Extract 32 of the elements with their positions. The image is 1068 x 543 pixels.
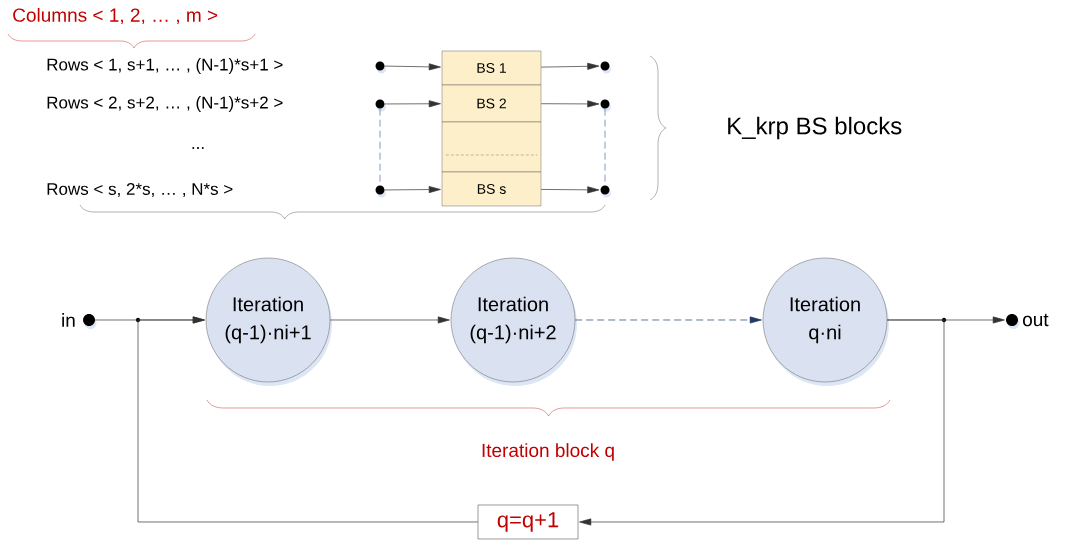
block-box: BS 1 [441, 50, 542, 86]
arrow [329, 316, 450, 324]
arrow [384, 63, 441, 71]
block-box: BS s [441, 171, 542, 207]
terminal-dot [600, 185, 611, 198]
row-range-label: Rows < s, 2*s, … , N*s > [47, 182, 233, 197]
terminal-dot [600, 99, 611, 112]
counter-box: q=q+1 [477, 504, 579, 540]
terminal-dot [1006, 314, 1020, 329]
arrow [540, 186, 600, 194]
arrow [579, 319, 945, 526]
terminal-dot [375, 61, 386, 74]
port-label: out [1023, 313, 1049, 327]
arrow [540, 62, 600, 70]
group-label: K_krp BS blocks [728, 116, 902, 140]
terminal-dot [600, 61, 611, 74]
arrow [137, 316, 479, 523]
terminal-dot [375, 99, 386, 112]
ellipsis: ... [192, 147, 204, 149]
terminal-dot [375, 185, 386, 198]
arrow [540, 100, 600, 108]
arrow [384, 100, 441, 108]
arrow [384, 186, 441, 194]
row-range-label: Rows < 1, s+1, … , (N-1)*s+1 > [47, 58, 283, 74]
group-label: Iteration block q [482, 443, 614, 461]
column-range-label: Columns < 1, 2, … , m > [13, 7, 218, 25]
port-label: in [62, 313, 75, 327]
empty-block-box [441, 121, 542, 173]
block-box: BS 2 [441, 84, 542, 123]
terminal-dot [83, 314, 97, 329]
row-range-label: Rows < 2, s+2, … , (N-1)*s+2 > [47, 96, 283, 112]
arrow [574, 316, 762, 324]
